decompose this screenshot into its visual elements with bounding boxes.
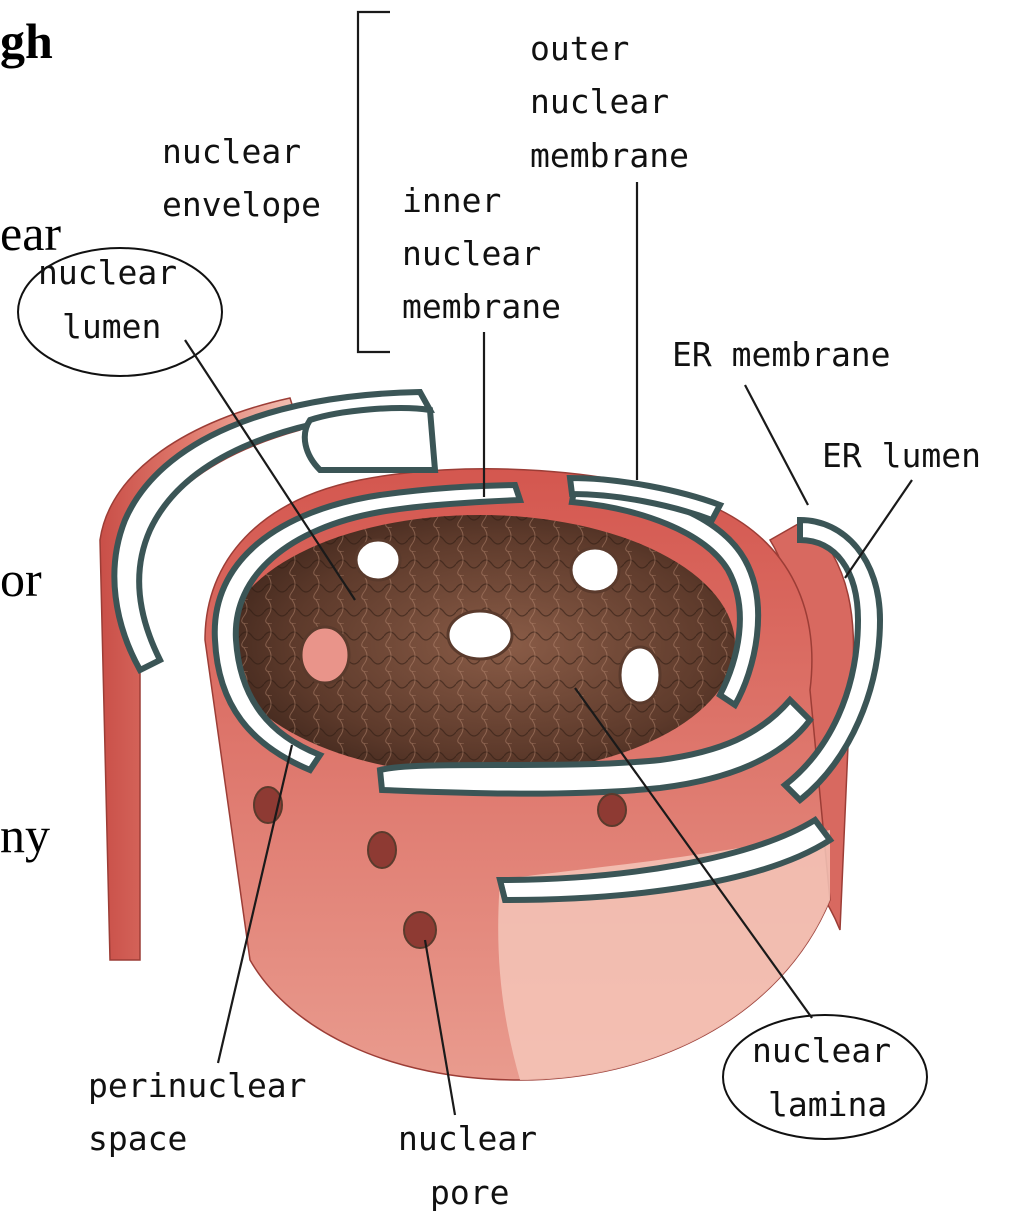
svg-text:nuclear: nuclear bbox=[38, 253, 177, 292]
svg-text:nuclear: nuclear bbox=[398, 1119, 537, 1158]
nuclear-pore bbox=[356, 540, 400, 580]
nuclear-pore bbox=[620, 647, 660, 703]
svg-text:outer: outer bbox=[530, 29, 629, 68]
label-er-membrane: ER membrane bbox=[672, 335, 891, 505]
svg-text:lumen: lumen bbox=[62, 307, 161, 346]
svg-text:inner: inner bbox=[402, 181, 501, 220]
svg-text:nuclear: nuclear bbox=[162, 132, 301, 171]
nuclear-envelope-bracket bbox=[358, 12, 390, 352]
svg-text:lamina: lamina bbox=[768, 1085, 887, 1124]
slide-text-fragment: ny bbox=[0, 807, 50, 863]
svg-text:membrane: membrane bbox=[402, 287, 561, 326]
svg-text:membrane: membrane bbox=[530, 136, 689, 175]
svg-text:nuclear: nuclear bbox=[530, 82, 669, 121]
nuclear-pore bbox=[448, 611, 512, 659]
svg-text:space: space bbox=[88, 1119, 187, 1158]
label-nuclear-envelope: nuclear envelope bbox=[162, 132, 321, 224]
nuclear-pore bbox=[571, 548, 619, 592]
svg-text:pore: pore bbox=[430, 1173, 509, 1212]
svg-text:nuclear: nuclear bbox=[402, 234, 541, 273]
slide-text-fragment: or bbox=[0, 551, 42, 607]
label-outer-nuclear-membrane: outer nuclear membrane bbox=[530, 29, 689, 480]
svg-text:nuclear: nuclear bbox=[752, 1031, 891, 1070]
nuclear-pore bbox=[301, 627, 349, 683]
svg-text:envelope: envelope bbox=[162, 185, 321, 224]
slide-text-fragment: gh bbox=[0, 13, 53, 69]
svg-text:perinuclear: perinuclear bbox=[88, 1066, 307, 1105]
svg-text:ER lumen: ER lumen bbox=[822, 436, 981, 475]
nuclear-lamina-interior bbox=[225, 515, 735, 775]
svg-text:ER membrane: ER membrane bbox=[672, 335, 891, 374]
